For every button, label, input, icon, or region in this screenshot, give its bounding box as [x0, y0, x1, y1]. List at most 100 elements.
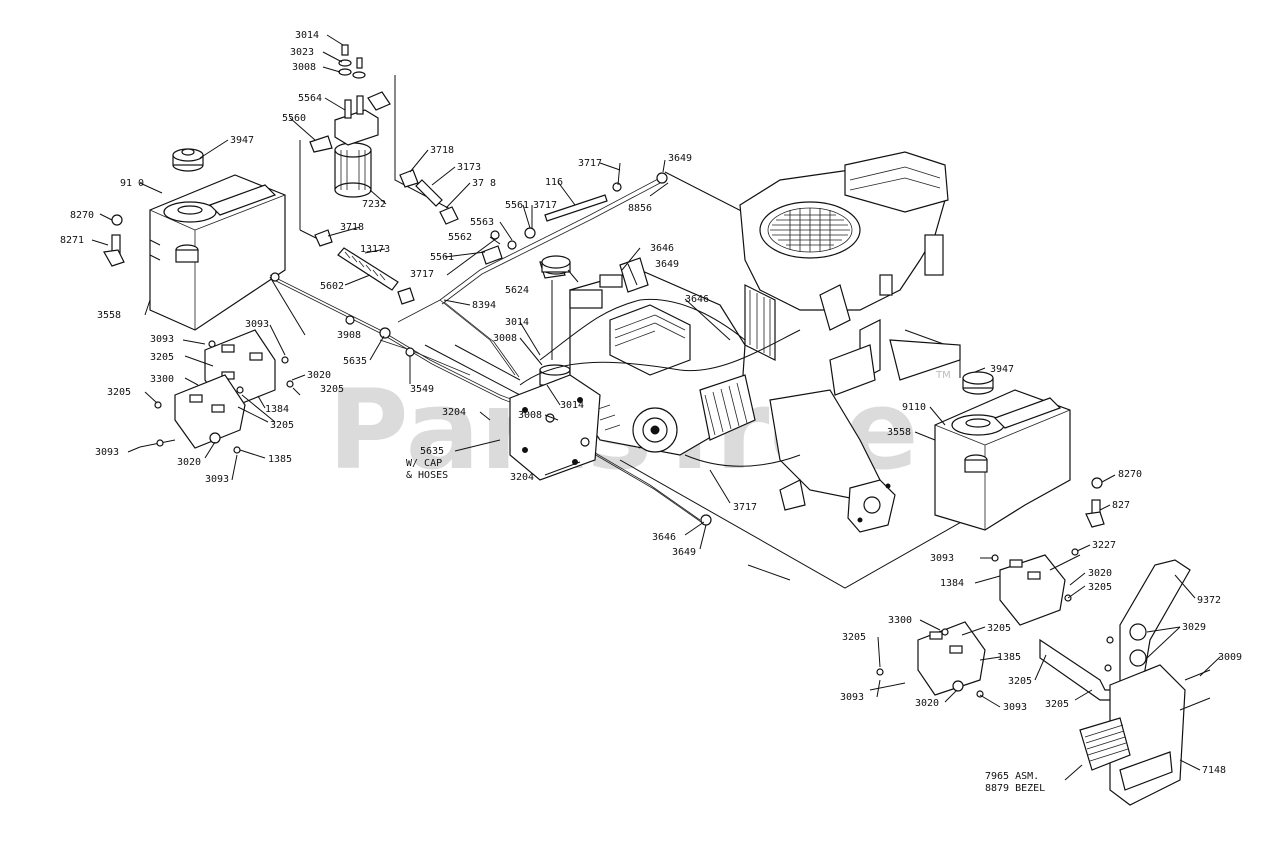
- part-label: 3173: [457, 162, 481, 173]
- part-label: 37 8: [472, 178, 496, 189]
- part-label: 13173: [360, 244, 390, 255]
- part-label: 3558: [97, 310, 121, 321]
- part-label: 3205: [842, 632, 866, 643]
- part-label: 116: [545, 177, 563, 188]
- part-label: 8879 BEZEL: [985, 783, 1045, 794]
- part-label: 3020: [915, 698, 939, 709]
- part-label: 3023: [290, 47, 314, 58]
- part-label: 3717: [533, 200, 557, 211]
- part-label: 3205: [1088, 582, 1112, 593]
- engine: [739, 151, 961, 381]
- part-label: 5563: [470, 217, 494, 228]
- chassis-frame: [394, 75, 1001, 589]
- part-label: 3205: [270, 420, 294, 431]
- part-label: 3205: [1045, 699, 1069, 710]
- fuel-fitting-left: [103, 214, 125, 267]
- part-label: 5561: [430, 252, 454, 263]
- part-label: 8270: [70, 210, 94, 221]
- part-label: 3717: [410, 269, 434, 280]
- fuel-fitting-right: [1085, 477, 1105, 528]
- part-label: 3549: [410, 384, 434, 395]
- part-label: 5562: [448, 232, 472, 243]
- part-label: 3646: [650, 243, 674, 254]
- fuel-pump: [309, 44, 391, 153]
- part-label: 3205: [1008, 676, 1032, 687]
- part-label: 8856: [628, 203, 652, 214]
- part-label: 3300: [888, 615, 912, 626]
- left-bracket-lower: [139, 374, 246, 454]
- part-label: 3008: [493, 333, 517, 344]
- part-label: 5564: [298, 93, 322, 104]
- part-label: 5560: [282, 113, 306, 124]
- part-label: 3093: [840, 692, 864, 703]
- part-label: 3205: [107, 387, 131, 398]
- part-label: 8271: [60, 235, 84, 246]
- part-label: 3558: [887, 427, 911, 438]
- fuel-tank-right: [934, 389, 1071, 531]
- part-label: 3014: [505, 317, 529, 328]
- part-label: 3646: [685, 294, 709, 305]
- part-label: 5635: [343, 356, 367, 367]
- dash-panel: [1079, 664, 1211, 806]
- part-label: 8270: [1118, 469, 1142, 480]
- right-bracket-lower: [869, 621, 986, 698]
- part-label: 3008: [518, 410, 542, 421]
- part-label: 3649: [655, 259, 679, 270]
- part-label: 3204: [510, 472, 534, 483]
- part-label: 1385: [268, 454, 292, 465]
- part-label: 3205: [987, 623, 1011, 634]
- fuel-cap-right: [962, 371, 994, 395]
- part-label: 7148: [1202, 765, 1226, 776]
- part-label: 3029: [1182, 622, 1206, 633]
- watermark-trademark: TM: [935, 370, 951, 381]
- part-label: 3717: [733, 502, 757, 513]
- part-label: 3227: [1092, 540, 1116, 551]
- part-label: & HOSES: [406, 470, 448, 481]
- lift-handle: [1039, 559, 1191, 701]
- part-label: 3947: [230, 135, 254, 146]
- part-label: 3009: [1218, 652, 1242, 663]
- part-label: 7965 ASM.: [985, 771, 1039, 782]
- part-label: W/ CAP: [406, 458, 442, 469]
- part-label: 3717: [578, 158, 602, 169]
- right-bracket-upper: [991, 548, 1081, 626]
- hydraulic-reservoir: [539, 255, 571, 386]
- part-label: 7232: [362, 199, 386, 210]
- part-label: 3093: [1003, 702, 1027, 713]
- part-label: 3300: [150, 374, 174, 385]
- part-label: 5602: [320, 281, 344, 292]
- part-label: 3093: [95, 447, 119, 458]
- part-label: 1385: [997, 652, 1021, 663]
- part-label: 3093: [150, 334, 174, 345]
- part-label: 3014: [560, 400, 584, 411]
- callout-labels: 3014 3023 3008 5564 5560 3947 91 0 8270 …: [60, 30, 1242, 794]
- part-label: 5624: [505, 285, 529, 296]
- pump-bracket: [509, 374, 601, 481]
- part-label: 1384: [940, 578, 964, 589]
- part-label: 3020: [177, 457, 201, 468]
- fuel-cap-left: [172, 148, 204, 172]
- part-label: 9372: [1197, 595, 1221, 606]
- part-label: 3204: [442, 407, 466, 418]
- part-label: 827: [1112, 500, 1130, 511]
- part-label: 3014: [295, 30, 319, 41]
- part-label: 3718: [340, 222, 364, 233]
- part-label: 91 0: [120, 178, 144, 189]
- part-label: 5561: [505, 200, 529, 211]
- part-label: 8394: [472, 300, 496, 311]
- part-label: 1384: [265, 404, 289, 415]
- part-label: 3649: [668, 153, 692, 164]
- part-label: 3093: [205, 474, 229, 485]
- transmission: [519, 257, 896, 533]
- part-label: 5635: [420, 446, 444, 457]
- part-label: 9110: [902, 402, 926, 413]
- part-label: 3020: [1088, 568, 1112, 579]
- part-label: 3205: [320, 384, 344, 395]
- part-label: 3646: [652, 532, 676, 543]
- part-label: 3908: [337, 330, 361, 341]
- part-label: 3947: [990, 364, 1014, 375]
- part-label: 3718: [430, 145, 454, 156]
- part-label: 3649: [672, 547, 696, 558]
- fuel-filter: [334, 142, 372, 198]
- part-label: 3093: [930, 553, 954, 564]
